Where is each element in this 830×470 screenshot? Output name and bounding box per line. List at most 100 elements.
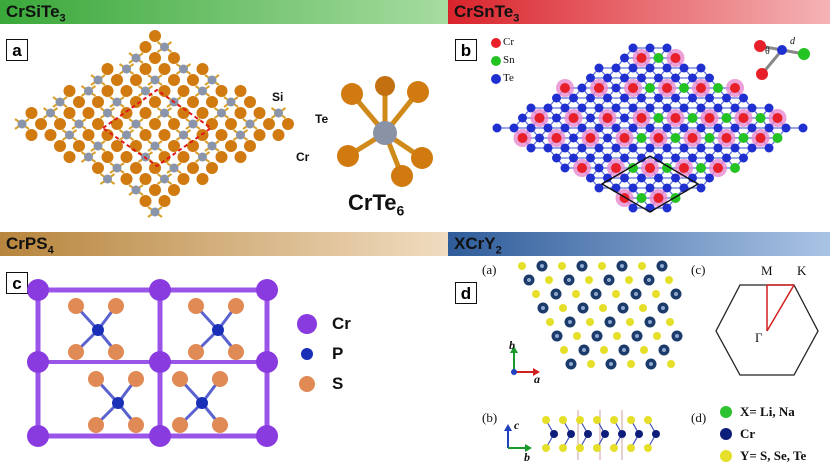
cr-atom bbox=[198, 86, 207, 96]
cr-atom bbox=[670, 113, 681, 123]
cr-atom bbox=[755, 133, 766, 143]
te-atom bbox=[149, 30, 161, 42]
te-atom bbox=[509, 123, 519, 133]
te-atom bbox=[594, 123, 604, 133]
subfigure-label-b: (b) bbox=[482, 410, 498, 425]
te-atom bbox=[645, 123, 655, 133]
s-atom bbox=[212, 417, 228, 433]
cr-atom bbox=[122, 130, 131, 140]
te-atom bbox=[158, 85, 171, 97]
te-atom bbox=[101, 85, 114, 97]
y-atom bbox=[627, 444, 635, 452]
cr-atom bbox=[653, 193, 664, 203]
te-atom bbox=[149, 162, 161, 174]
y-atom bbox=[627, 416, 635, 424]
te-atom bbox=[196, 173, 209, 185]
te-atom bbox=[764, 103, 774, 113]
te-atom bbox=[654, 93, 663, 103]
cr-atom bbox=[568, 113, 579, 123]
legend-s-label: S bbox=[332, 374, 344, 393]
te-atom bbox=[244, 140, 256, 152]
y-atom bbox=[576, 444, 584, 452]
cr-atom bbox=[619, 133, 630, 143]
te-atom bbox=[645, 143, 655, 153]
y-atom bbox=[573, 332, 581, 340]
te-atom bbox=[628, 123, 638, 133]
p-atom bbox=[112, 397, 124, 409]
cr-atom bbox=[652, 430, 660, 438]
te-atom bbox=[139, 63, 152, 75]
cr-atom bbox=[635, 430, 643, 438]
te-atom bbox=[730, 143, 740, 153]
cr-atom bbox=[550, 430, 558, 438]
cr-atom bbox=[160, 42, 169, 52]
banner-crsnte3: CrSnTe3 bbox=[448, 0, 830, 24]
cr-atom bbox=[679, 163, 689, 173]
te-atom bbox=[594, 63, 604, 73]
te-atom bbox=[662, 43, 672, 53]
te-atom bbox=[552, 113, 561, 123]
te-atom bbox=[158, 129, 171, 141]
cr-atom bbox=[602, 113, 613, 123]
s-atom bbox=[88, 417, 104, 433]
banner-xcry2: XCrY2 bbox=[448, 232, 830, 256]
te-atom bbox=[637, 73, 646, 83]
te-atom bbox=[149, 96, 161, 108]
y-atom bbox=[545, 276, 553, 284]
te-atom bbox=[253, 107, 266, 119]
te-atom bbox=[722, 93, 731, 103]
cr-atom bbox=[93, 75, 103, 85]
y-atom bbox=[625, 276, 633, 284]
te-atom bbox=[722, 153, 731, 163]
cr-atom bbox=[84, 86, 93, 96]
te-atom bbox=[63, 107, 76, 119]
te-atom bbox=[560, 103, 570, 113]
te-atom bbox=[594, 163, 604, 173]
inset-cr-atom bbox=[756, 68, 768, 80]
te-atom bbox=[158, 63, 171, 75]
cr-atom bbox=[207, 75, 217, 85]
te-atom bbox=[705, 93, 714, 103]
te-atom bbox=[149, 184, 161, 196]
te-atom bbox=[225, 118, 237, 130]
te-atom bbox=[645, 63, 655, 73]
legend-cr-label: Cr bbox=[503, 36, 514, 48]
legend-p-label: P bbox=[332, 344, 344, 363]
octahedron-formula: CrTe6 bbox=[348, 190, 404, 218]
te-atom bbox=[688, 153, 697, 163]
octahedron-formula-text: CrTe bbox=[348, 190, 397, 215]
cr-atom bbox=[46, 108, 55, 118]
te-atom bbox=[577, 143, 587, 153]
te-atom bbox=[662, 123, 672, 133]
cr-atom bbox=[738, 113, 749, 123]
xcry2-legend-markers bbox=[720, 406, 732, 462]
sn-atom bbox=[653, 113, 664, 123]
sn-atom bbox=[772, 133, 783, 143]
p-atom bbox=[212, 324, 224, 336]
te-atom bbox=[739, 93, 748, 103]
atom-label-cr: Cr bbox=[296, 150, 310, 164]
legend-y-label: Y= S, Se, Te bbox=[740, 448, 807, 463]
octahedron-te-atom bbox=[391, 165, 413, 187]
cr-atom bbox=[567, 430, 575, 438]
y-atom bbox=[665, 276, 673, 284]
cr-atom bbox=[149, 279, 171, 301]
te-atom bbox=[603, 73, 612, 83]
te-atom bbox=[696, 123, 706, 133]
y-atom bbox=[558, 262, 566, 270]
cr-atom bbox=[584, 430, 592, 438]
cr-atom bbox=[687, 133, 698, 143]
y-atom bbox=[644, 416, 652, 424]
te-atom bbox=[215, 151, 228, 163]
y-atom bbox=[652, 290, 660, 298]
octahedron-te-atom bbox=[341, 83, 363, 105]
cr-atom bbox=[150, 207, 160, 217]
te-atom bbox=[603, 133, 612, 143]
axes-side-view bbox=[504, 424, 532, 452]
sn-atom bbox=[738, 133, 749, 143]
y-atom bbox=[593, 444, 601, 452]
te-atom bbox=[747, 143, 757, 153]
te-atom bbox=[781, 123, 791, 133]
te-atom bbox=[577, 123, 587, 133]
te-atom bbox=[139, 195, 152, 207]
